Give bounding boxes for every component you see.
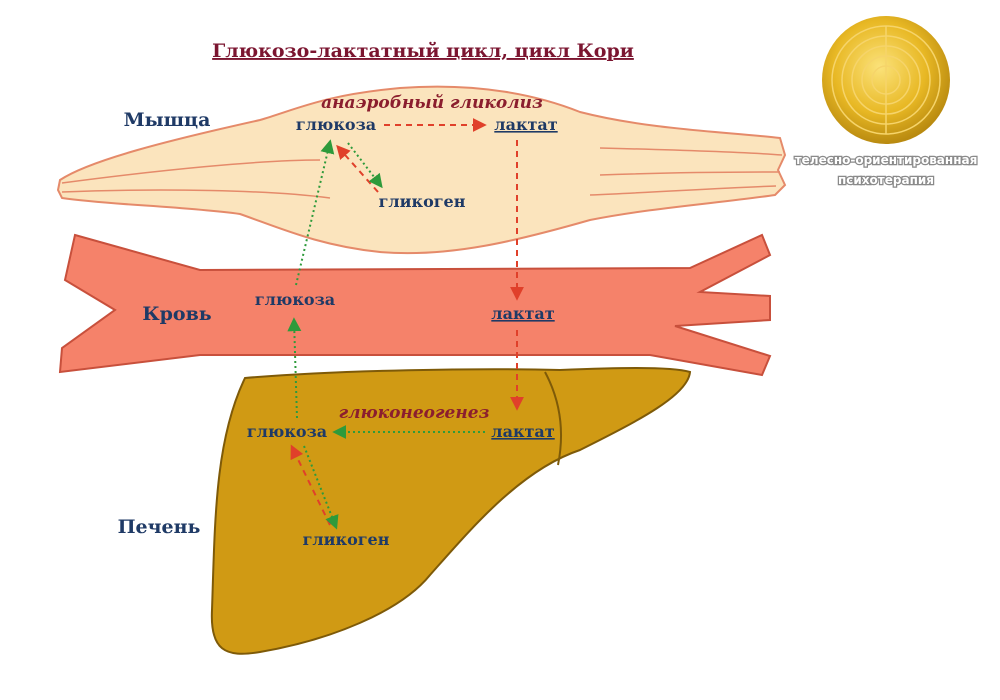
blood-vessel-shape — [58, 233, 772, 377]
liver-label: Печень — [118, 516, 201, 538]
blood-glucose-label: глюкоза — [255, 290, 335, 309]
muscle-lactate-label: лактат — [494, 115, 557, 134]
muscle-glucose-label: глюкоза — [296, 115, 376, 134]
anaerobic-glycolysis-label: анаэробный гликолиз — [321, 93, 543, 113]
diagram-title: Глюкозо-лактатный цикл, цикл Кори — [212, 40, 634, 62]
blood-label: Кровь — [142, 303, 211, 325]
muscle-glycogen-label: гликоген — [379, 192, 466, 211]
liver-shape — [210, 367, 692, 655]
muscle-label: Мышца — [124, 109, 211, 131]
liver-glucose-label: глюкоза — [247, 422, 327, 441]
arrow-muscle-glucose-to-glycogen — [347, 142, 383, 189]
liver-lactate-label: лактат — [491, 422, 554, 441]
arrow-liver-glucose-to-blood — [287, 317, 302, 419]
logo-text-line2: психотерапия — [838, 173, 934, 187]
gluconeogenesis-label: глюконеогенез — [339, 403, 490, 423]
muscle-shape — [56, 85, 787, 255]
blood-lactate-label: лактат — [491, 304, 554, 323]
labyrinth-logo — [822, 16, 950, 144]
arrow-liver-glycogen-to-glucose — [290, 444, 331, 526]
logo-text-line1: телесно-ориентированная — [795, 153, 978, 167]
liver-glycogen-label: гликоген — [303, 530, 390, 549]
